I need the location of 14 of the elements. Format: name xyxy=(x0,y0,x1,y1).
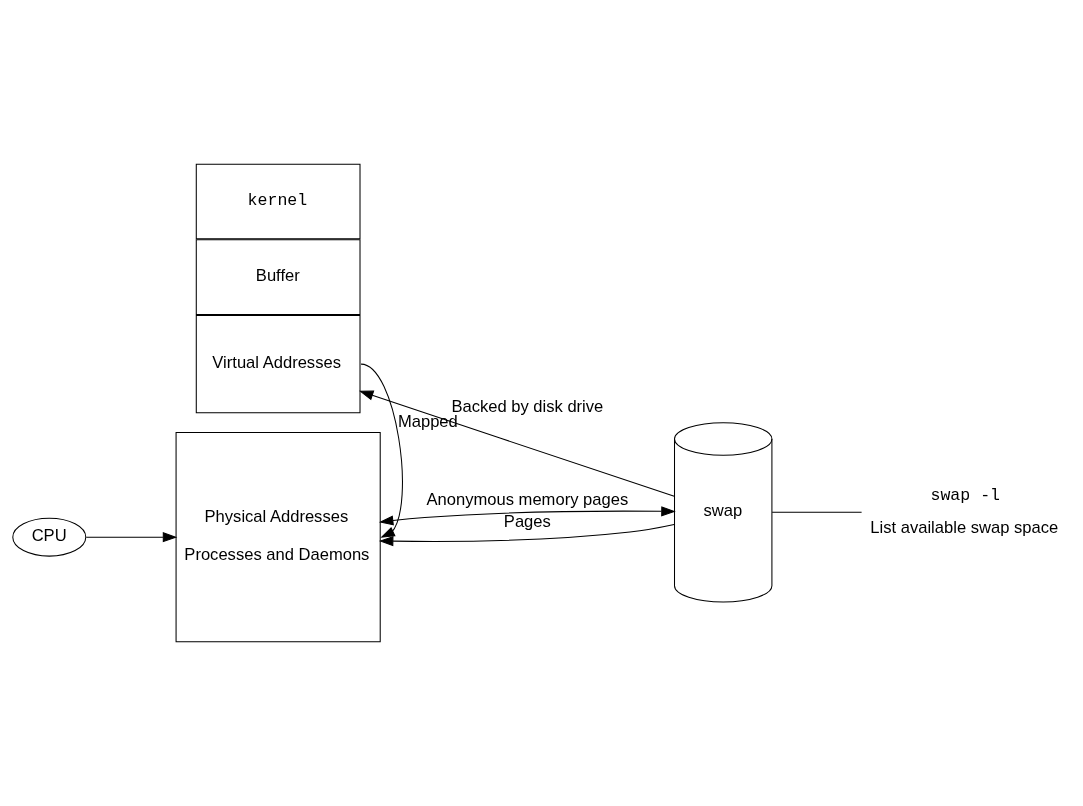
node-box: Buffer xyxy=(195,239,361,315)
node-box: Physical Addresses Processes and Daemons xyxy=(175,432,381,643)
arrow xyxy=(85,532,178,543)
node-box: kernel xyxy=(195,163,361,240)
arrow xyxy=(378,506,676,526)
connector xyxy=(771,511,863,513)
node-text: swap -l List available swap space xyxy=(870,485,1059,537)
node-box: Virtual Addresses xyxy=(195,314,361,414)
arrow xyxy=(378,523,675,547)
edge-label: Anonymous memory pages xyxy=(426,489,629,509)
arrow xyxy=(358,390,675,497)
node-ellipse: CPU xyxy=(12,517,87,557)
edge-label: Pages xyxy=(503,511,551,531)
arrow xyxy=(360,363,403,538)
